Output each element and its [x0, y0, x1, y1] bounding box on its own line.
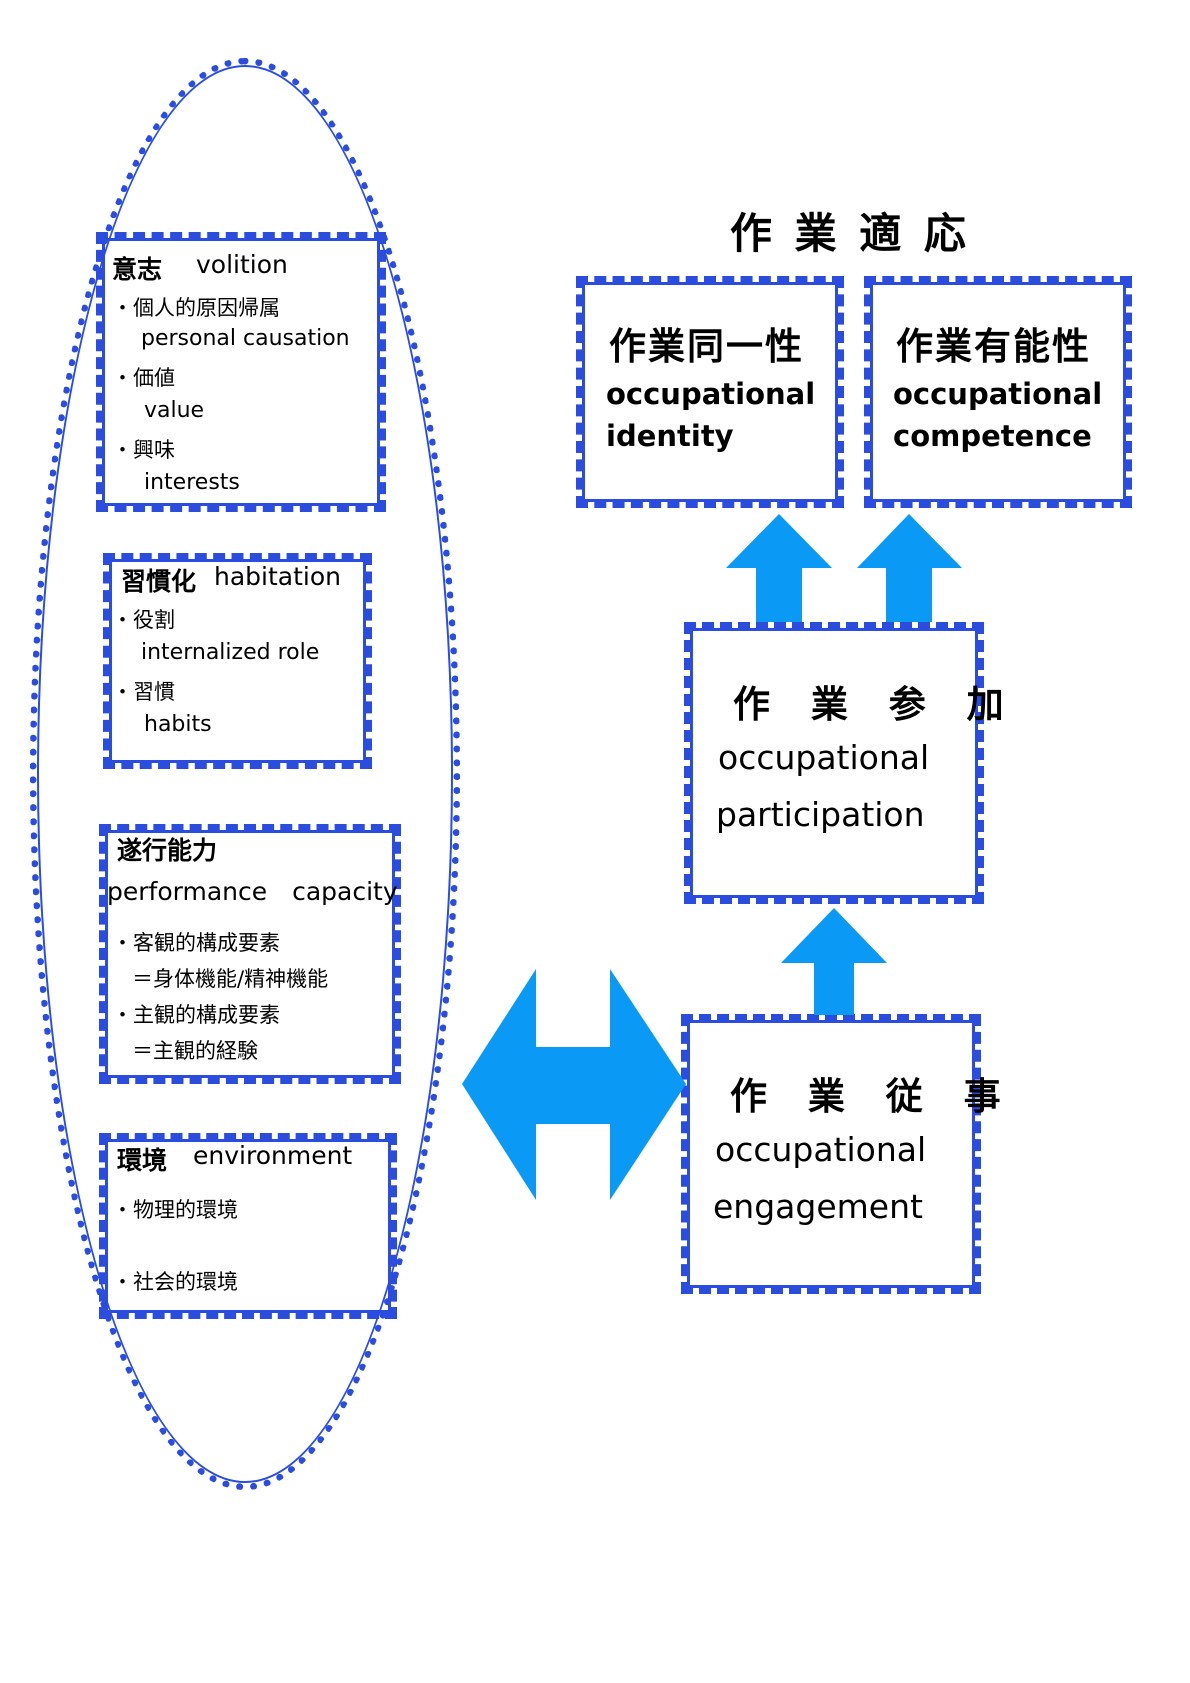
volition-item-en: personal causation	[141, 326, 350, 351]
volition-title-jp: 意志	[112, 255, 163, 284]
competence-title-jp: 作業有能性	[896, 325, 1091, 368]
engagement-en-line2: engagement	[713, 1187, 923, 1226]
participation-title-jp: 作 業 参 加	[733, 683, 1018, 726]
arrow-to-participation	[781, 908, 887, 1015]
habituation-title-en: habitation	[214, 562, 341, 591]
performance-title-en: performance capacity	[107, 877, 398, 906]
competence-en-line1: occupational	[893, 377, 1103, 411]
volition-item-en: value	[144, 398, 205, 423]
environment-title-jp: 環境	[117, 1146, 168, 1175]
volition-item-jp: ・個人的原因帰属	[112, 296, 280, 320]
performance-line: ・客観的構成要素	[112, 931, 280, 955]
participation-en-line2: participation	[716, 795, 925, 834]
competence-en-line2: competence	[893, 419, 1092, 453]
performance-line: ＝主観的経験	[132, 1039, 258, 1063]
environment-box	[99, 1133, 397, 1319]
volition-title-en: volition	[196, 250, 288, 279]
habituation-title-jp: 習慣化	[121, 567, 197, 596]
identity-en-line2: identity	[606, 419, 734, 453]
habituation-box	[103, 553, 372, 769]
double-arrow-left-right	[462, 969, 686, 1200]
diagram-title: 作 業 適 応	[730, 209, 970, 258]
performance-line: ＝身体機能/精神機能	[132, 967, 329, 991]
volition-item-jp: ・興味	[112, 438, 175, 462]
engagement-en-line1: occupational	[715, 1130, 927, 1169]
engagement-title-jp: 作 業 従 事	[730, 1075, 1015, 1118]
left-oval-frame	[30, 58, 460, 1490]
identity-title-jp: 作業同一性	[609, 325, 804, 368]
participation-box	[684, 622, 984, 904]
identity-en-line1: occupational	[606, 377, 816, 411]
participation-en-line1: occupational	[718, 738, 930, 777]
performance-line: ・主観的構成要素	[112, 1003, 280, 1027]
habituation-item-en: internalized role	[141, 640, 320, 665]
habituation-item-jp: ・役割	[112, 608, 175, 632]
habituation-item-jp: ・習慣	[112, 680, 175, 704]
volition-item-en: interests	[144, 470, 240, 495]
environment-title-en: environment	[193, 1141, 353, 1170]
arrow-to-competence	[857, 514, 962, 622]
habituation-item-en: habits	[144, 712, 212, 737]
identity-box	[576, 276, 844, 508]
engagement-box	[681, 1014, 981, 1294]
environment-item: ・社会的環境	[112, 1270, 238, 1294]
performance-title-jp: 遂行能力	[117, 836, 218, 865]
volition-box	[96, 232, 386, 512]
arrow-to-identity	[726, 514, 832, 622]
environment-item: ・物理的環境	[112, 1198, 238, 1222]
volition-item-jp: ・価値	[112, 366, 175, 390]
performance-box	[99, 824, 401, 1084]
competence-box	[864, 276, 1132, 508]
